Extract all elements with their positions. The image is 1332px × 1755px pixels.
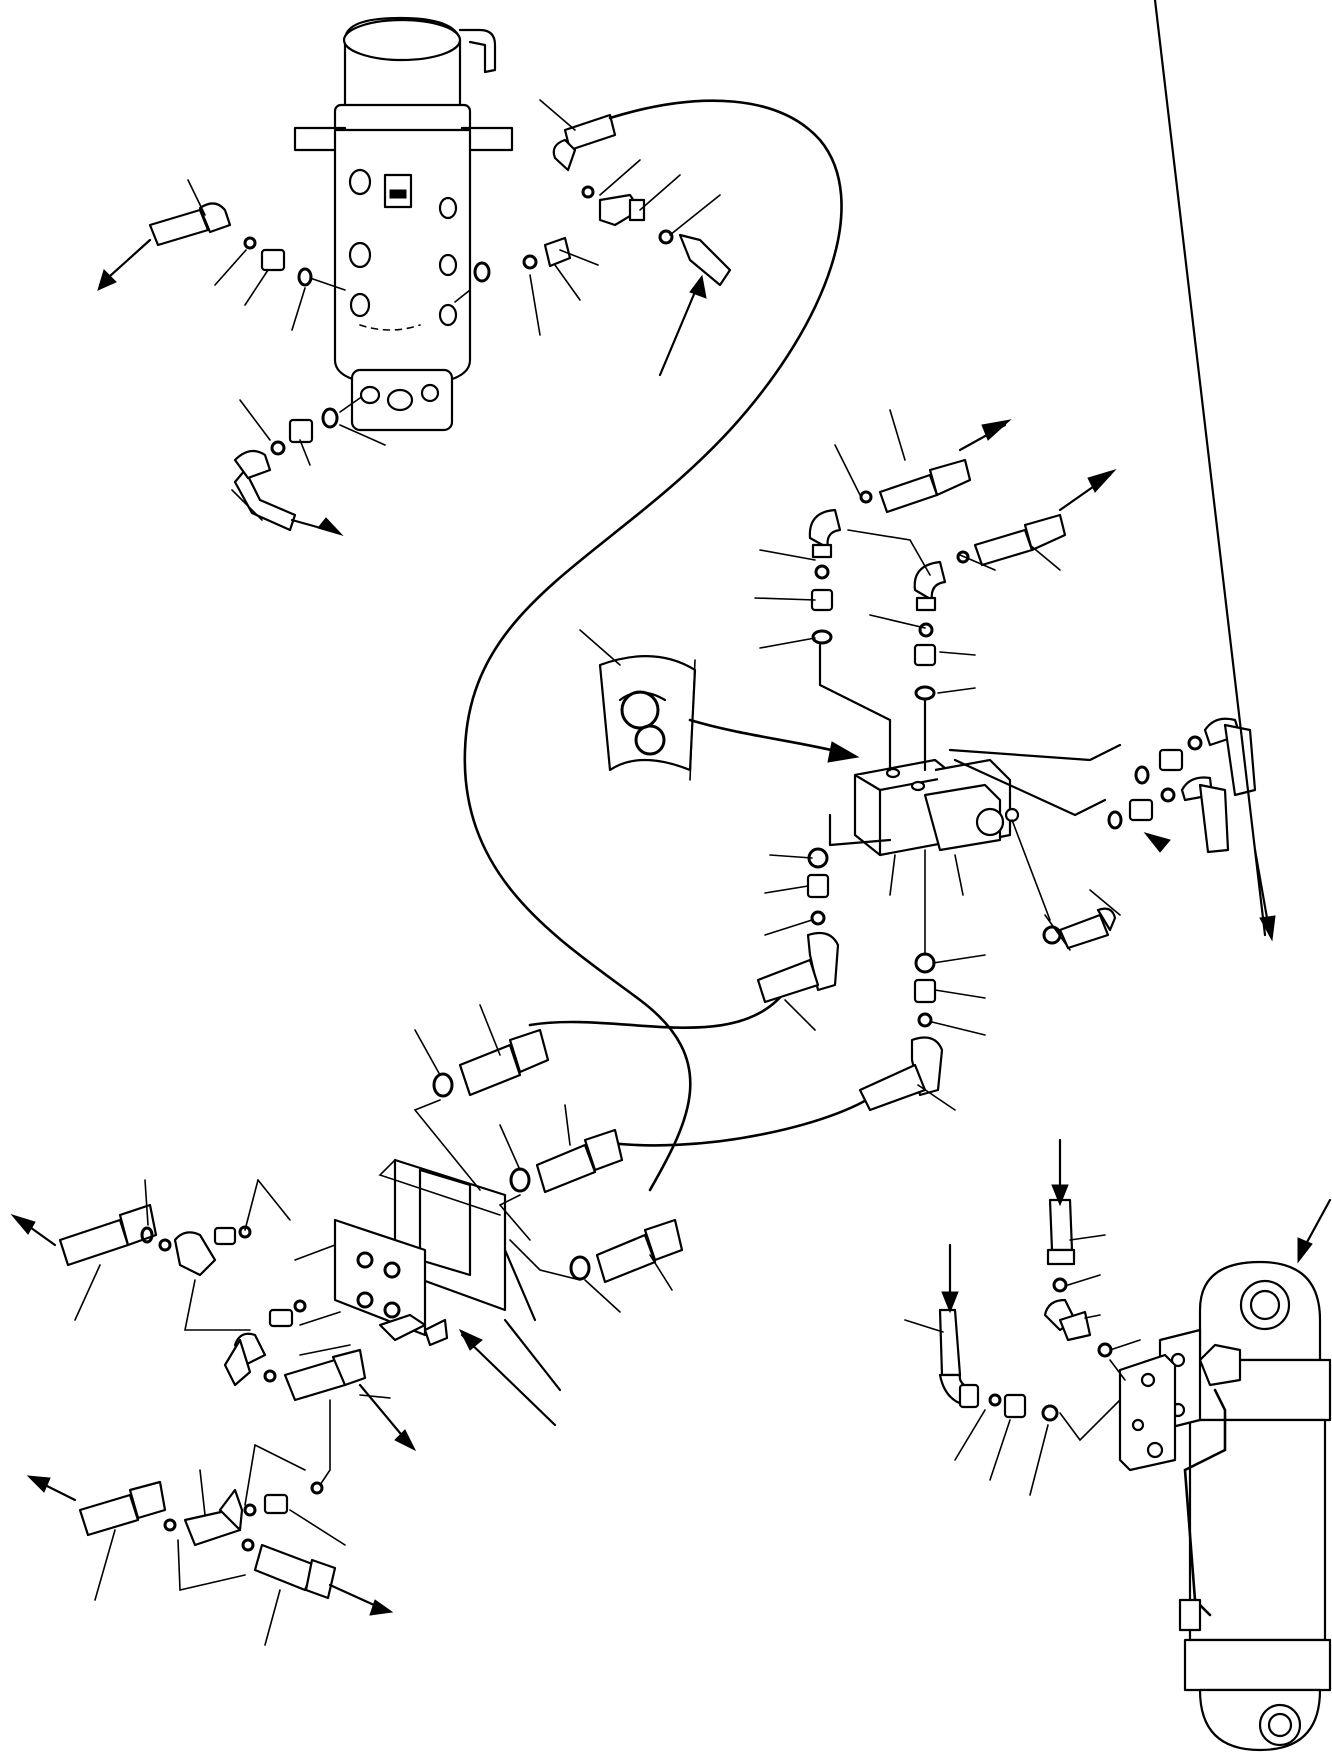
bulkhead-left-fittings xyxy=(10,1179,417,1452)
swivel-right-tee-fitting xyxy=(454,99,732,377)
lower-left-tee-fitting xyxy=(26,1399,394,1646)
solenoid-valve xyxy=(853,758,1020,896)
swivel-lower-left-fitting xyxy=(231,397,386,536)
caution-label-plate xyxy=(579,629,860,781)
valve-top-elbow-fittings xyxy=(754,409,1117,772)
cylinder-valve-block xyxy=(904,1138,1177,1496)
swivel-left-hose-fitting xyxy=(97,179,346,331)
valve-right-fittings xyxy=(948,0,1276,942)
long-hose-loop xyxy=(463,99,882,1192)
swivel-joint xyxy=(293,16,514,432)
hydraulic-cylinder xyxy=(1158,1198,1332,1752)
valve-bottom-fittings xyxy=(756,813,1121,1112)
bulkhead-bracket xyxy=(333,1158,562,1427)
bulkhead-right-hoses xyxy=(413,1004,684,1313)
